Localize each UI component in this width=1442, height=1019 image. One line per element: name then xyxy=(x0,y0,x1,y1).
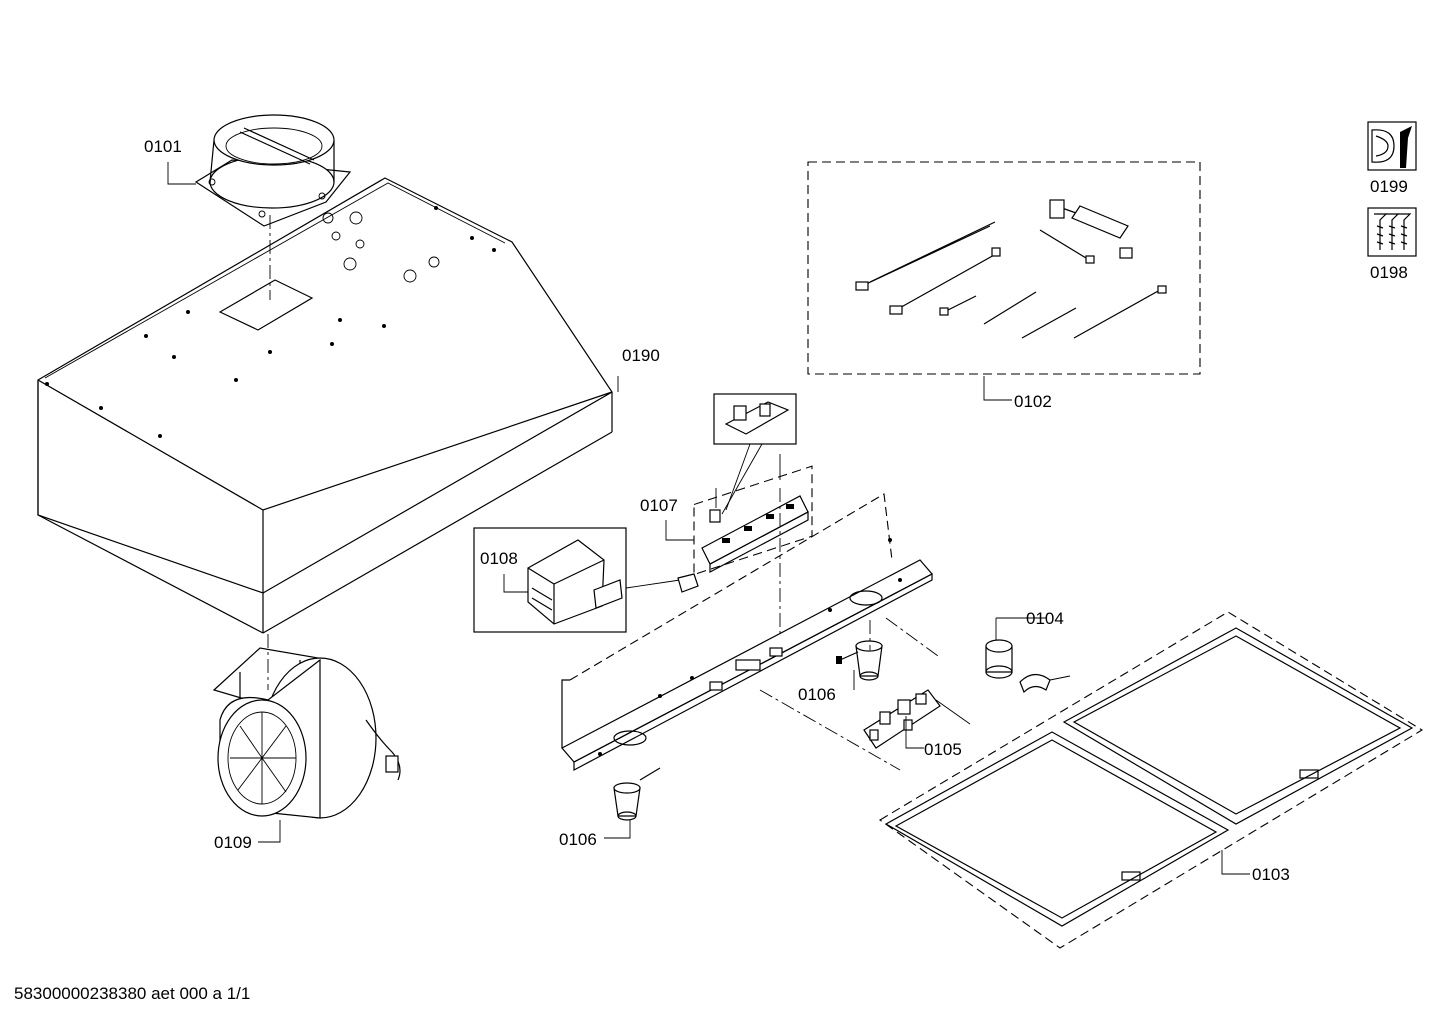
lamp-socket-0106-upper[interactable] xyxy=(836,640,883,681)
label-0103: 0103 xyxy=(1252,865,1290,884)
rocker-switch-0108[interactable] xyxy=(473,527,699,633)
label-0109: 0109 xyxy=(214,833,252,852)
wire-harness-kit-0102[interactable] xyxy=(807,161,1201,375)
capacitor-0104[interactable] xyxy=(885,617,1071,694)
bottom-tray[interactable] xyxy=(561,493,933,771)
label-0104: 0104 xyxy=(1026,609,1064,628)
electronic-board-0105[interactable] xyxy=(759,689,971,771)
hood-body-0190[interactable] xyxy=(37,177,613,634)
label-0199: 0199 xyxy=(1370,177,1408,196)
screws-icon[interactable] xyxy=(1367,207,1417,257)
blower-motor-0109[interactable] xyxy=(212,647,401,819)
document-id: 58300000238380 aet 000 a 1/1 xyxy=(14,984,250,1003)
lamp-socket-0106-lower[interactable] xyxy=(613,767,661,821)
grease-filters-0103[interactable] xyxy=(878,611,1424,949)
leader-lines xyxy=(167,162,1250,875)
assembly-lines xyxy=(779,488,871,650)
control-panel-0107[interactable] xyxy=(693,454,813,576)
label-0107: 0107 xyxy=(640,496,678,515)
label-0106-upper: 0106 xyxy=(798,685,836,704)
label-0108: 0108 xyxy=(480,549,518,568)
label-0198: 0198 xyxy=(1370,263,1408,282)
label-0105: 0105 xyxy=(924,740,962,759)
label-0102: 0102 xyxy=(1014,392,1052,411)
label-0101: 0101 xyxy=(144,137,182,156)
label-0106-lower: 0106 xyxy=(559,830,597,849)
label-0190: 0190 xyxy=(622,346,660,365)
switch-detail-box xyxy=(713,393,797,515)
duct-collar-0101[interactable] xyxy=(194,114,352,227)
tools-icon[interactable] xyxy=(1367,121,1417,171)
